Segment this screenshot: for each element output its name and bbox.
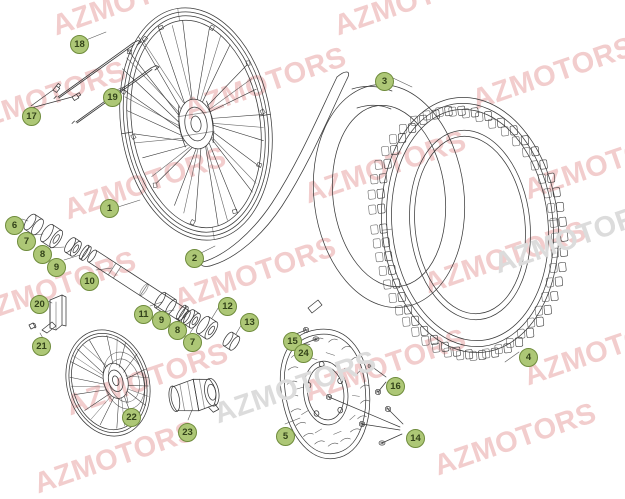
callout-badge-circlip[interactable]: 9 [47, 258, 66, 277]
brake-disc [280, 328, 371, 459]
callout-badge-oil-seal[interactable]: 7 [17, 232, 36, 251]
front-wheel-rim-assembly [119, 7, 273, 241]
rim-band [201, 71, 350, 267]
callout-badge-front-tyre[interactable]: 4 [519, 348, 538, 367]
callout-badge-dust-cap-right[interactable]: 13 [240, 313, 259, 332]
callout-badge-complete-wheel[interactable]: 22 [122, 408, 141, 427]
callout-badge-disc-bolt[interactable]: 14 [406, 429, 425, 448]
callout-badge-spoke-short[interactable]: 19 [103, 88, 122, 107]
callout-badge-bearing-right[interactable]: 8 [168, 321, 187, 340]
callout-badge-brake-hose-bracket[interactable]: 20 [30, 295, 49, 314]
callout-badge-spacer-right[interactable]: 12 [218, 297, 237, 316]
callout-badge-spoke-nipple[interactable]: 17 [22, 107, 41, 126]
front-tyre [358, 96, 571, 370]
callout-badge-disc-washer[interactable]: 16 [386, 377, 405, 396]
callout-badge-bracket-nut[interactable]: 21 [32, 337, 51, 356]
callout-badge-spoke-long[interactable]: 18 [70, 35, 89, 54]
callout-badge-wheel-rim-assembly[interactable]: 1 [100, 199, 119, 218]
callout-badge-inner-tube[interactable]: 3 [375, 72, 394, 91]
speedometer-drive [168, 378, 220, 413]
callout-badge-speedometer-drive[interactable]: 23 [178, 423, 197, 442]
callout-badge-disc-nut[interactable]: 24 [294, 344, 313, 363]
callout-badge-oil-seal-right[interactable]: 7 [183, 333, 202, 352]
bracket-nut [28, 322, 37, 330]
callout-badge-axle-spacer[interactable]: 11 [134, 305, 153, 324]
leader-lines [21, 31, 520, 425]
brake-hose-bracket [41, 294, 67, 334]
complete-wheel [65, 329, 151, 437]
callout-badge-brake-disc[interactable]: 5 [276, 427, 295, 446]
callout-badge-bearing[interactable]: 8 [33, 245, 52, 264]
callout-badge-dust-cap-left[interactable]: 6 [5, 216, 24, 235]
callout-badge-circlip-right[interactable]: 9 [152, 311, 171, 330]
spoke-nipple-group [30, 83, 82, 109]
callout-badge-rim-band[interactable]: 2 [185, 249, 204, 268]
tyre-tread [358, 96, 571, 370]
callout-badge-wheel-axle[interactable]: 10 [80, 272, 99, 291]
